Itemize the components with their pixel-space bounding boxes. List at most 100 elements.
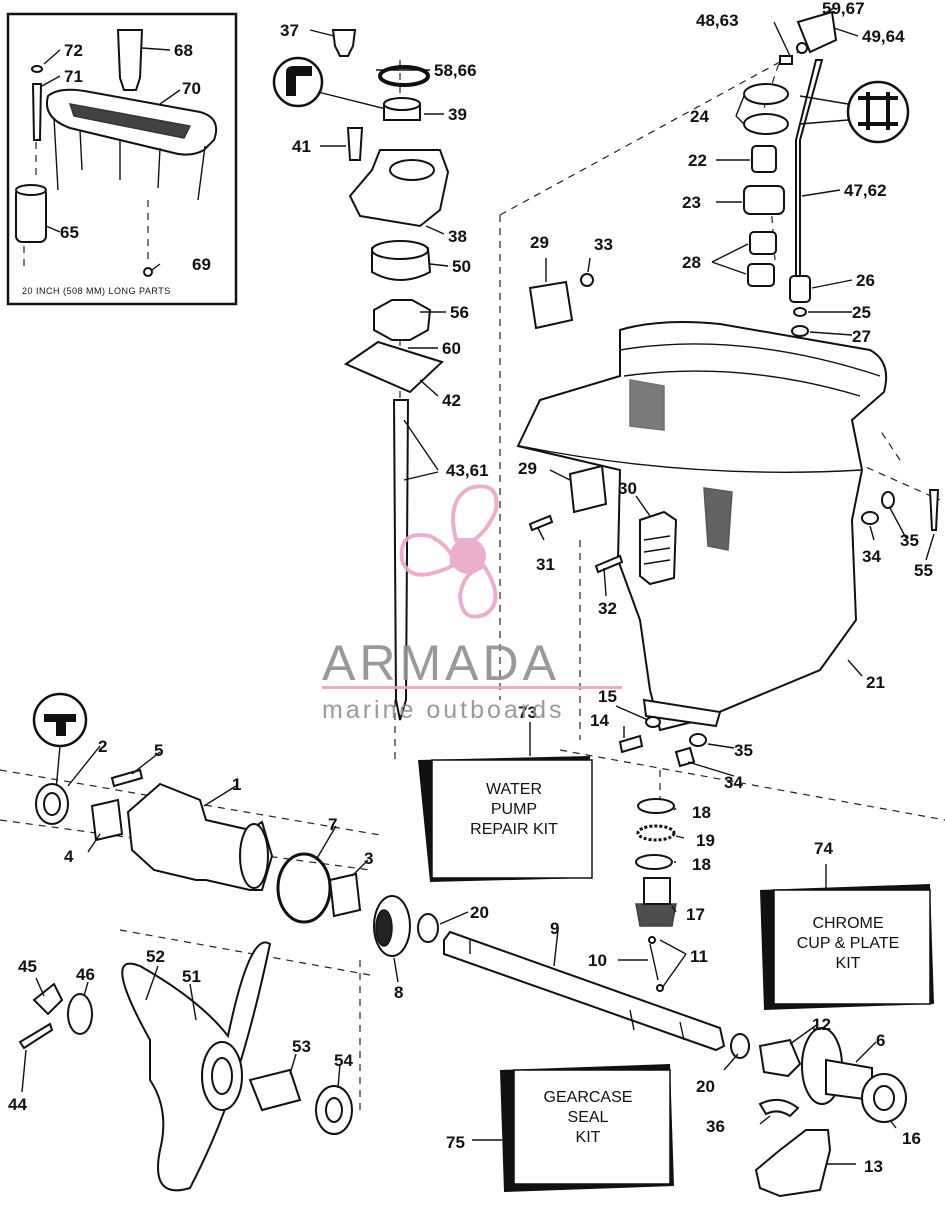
callout-12: 12: [812, 1015, 831, 1034]
callout-41: 41: [292, 137, 311, 156]
callout-31: 31: [536, 555, 555, 574]
callout-1: 1: [232, 775, 241, 794]
water-pump-kit: WATER PUMP REPAIR KIT: [418, 722, 593, 882]
chrome-cup-kit-line3: KIT: [836, 955, 861, 972]
callout-37: 37: [280, 21, 299, 40]
callout-15: 15: [598, 687, 617, 706]
callout-14: 14: [590, 711, 609, 730]
callout-4: 4: [64, 847, 74, 866]
callout-22: 22: [688, 151, 707, 170]
callout-74: 74: [814, 839, 833, 858]
callout-34-lower: 34: [724, 773, 743, 792]
watermark-tagline: marine outboards: [322, 696, 565, 724]
callout-18-bottom: 18: [692, 855, 711, 874]
callout-10: 10: [588, 951, 607, 970]
callout-42: 42: [442, 391, 461, 410]
gearcase-seal-kit-line1: GEARCASE: [544, 1089, 633, 1106]
callout-25: 25: [852, 303, 871, 322]
callout-70: 70: [182, 79, 201, 98]
callout-20-left: 20: [470, 903, 489, 922]
callout-18-top: 18: [692, 803, 711, 822]
water-pump-kit-line3: REPAIR KIT: [470, 821, 558, 838]
callout-56: 56: [450, 303, 469, 322]
callout-20-right: 20: [696, 1077, 715, 1096]
gearcase-seal-kit-line2: SEAL: [568, 1109, 609, 1126]
water-pump-kit-line2: PUMP: [491, 801, 537, 818]
callout-labels: 72 71 68 70 65 69 37 58,66 39 41 38 50 5…: [8, 0, 933, 1176]
callout-35-right: 35: [900, 531, 919, 550]
callout-65: 65: [60, 223, 79, 242]
gearcase-seal-kit: GEARCASE SEAL KIT: [472, 1064, 674, 1192]
bearing-housing-group: [32, 692, 439, 957]
callout-28: 28: [682, 253, 701, 272]
callout-11: 11: [690, 947, 708, 966]
callout-3: 3: [364, 849, 373, 868]
callout-23: 23: [682, 193, 701, 212]
gearcase-seal-kit-line3: KIT: [576, 1129, 601, 1146]
chrome-cup-kit-line2: CUP & PLATE: [797, 935, 900, 952]
callout-52: 52: [146, 947, 165, 966]
callout-27: 27: [852, 327, 871, 346]
leader-lines: [21, 7, 935, 1165]
callout-58-66: 58,66: [434, 61, 477, 80]
callout-17: 17: [686, 905, 705, 924]
callout-35-lower: 35: [734, 741, 753, 760]
callout-51: 51: [182, 967, 201, 986]
water-pump-kit-line1: WATER: [486, 781, 542, 798]
callout-34-right: 34: [862, 547, 881, 566]
callout-29-mid: 29: [518, 459, 537, 478]
callout-69: 69: [192, 255, 211, 274]
callout-33: 33: [594, 235, 613, 254]
callout-29-top: 29: [530, 233, 549, 252]
callout-2: 2: [98, 737, 107, 756]
callout-44: 44: [8, 1095, 27, 1114]
long-parts-inset: 20 INCH (508 MM) LONG PARTS: [6, 12, 238, 306]
callout-24: 24: [690, 107, 709, 126]
callout-46: 46: [76, 965, 95, 984]
water-pump-assembly: [272, 29, 450, 721]
callout-8: 8: [394, 983, 403, 1002]
propeller-group: [18, 941, 353, 1192]
callout-68: 68: [174, 41, 193, 60]
callout-55: 55: [914, 561, 933, 580]
callout-13: 13: [864, 1157, 883, 1176]
reverse-gear-group: [754, 1027, 907, 1198]
callout-71: 71: [64, 67, 83, 86]
armada-watermark: ARMADA marine outboards: [322, 484, 622, 724]
pinion-group: [635, 798, 677, 992]
callout-48-63: 48,63: [696, 11, 739, 30]
callout-7: 7: [328, 815, 337, 834]
callout-16: 16: [902, 1129, 921, 1148]
callout-49-64: 49,64: [862, 27, 905, 46]
callout-73: 73: [518, 703, 537, 722]
inset-caption: 20 INCH (508 MM) LONG PARTS: [22, 286, 171, 296]
callout-38: 38: [448, 227, 467, 246]
gearcase-hardware: [528, 273, 940, 768]
chrome-cup-kit-line1: CHROME: [812, 915, 883, 932]
callout-39: 39: [448, 105, 467, 124]
callout-72: 72: [64, 41, 83, 60]
callout-75: 75: [446, 1133, 465, 1152]
callout-53: 53: [292, 1037, 311, 1056]
callout-32: 32: [598, 599, 617, 618]
gearcase-housing: [516, 321, 888, 732]
callout-5: 5: [154, 741, 163, 760]
callout-6: 6: [876, 1031, 885, 1050]
chrome-cup-kit: CHROME CUP & PLATE KIT: [760, 864, 934, 1010]
callout-47-62: 47,62: [844, 181, 887, 200]
callout-54: 54: [334, 1051, 353, 1070]
watermark-logo-blade-icon: [451, 484, 499, 542]
callout-26: 26: [856, 271, 875, 290]
shift-linkage: [743, 10, 910, 337]
callout-60: 60: [442, 339, 461, 358]
propeller-shaft: [443, 930, 750, 1059]
callout-43-61: 43,61: [446, 461, 489, 480]
watermark-logo-hub-icon: [450, 538, 486, 574]
callout-45: 45: [18, 957, 37, 976]
callout-36: 36: [706, 1117, 725, 1136]
callout-19: 19: [696, 831, 715, 850]
callout-30: 30: [618, 479, 637, 498]
watermark-brand: ARMADA: [322, 635, 560, 691]
